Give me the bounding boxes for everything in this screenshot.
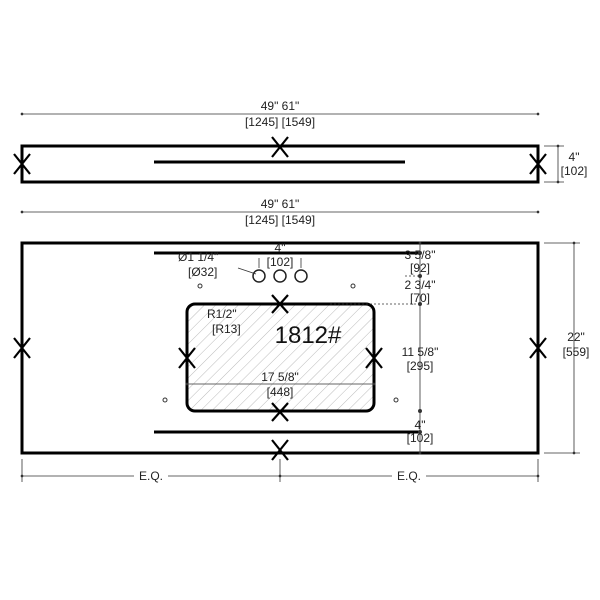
sink-width-in: 17 5/8"	[261, 370, 299, 384]
backsplash-width-in: 49" 61"	[261, 99, 300, 113]
vanity-top-view: 49" 61" [1245] [1549] Ø1 1/4" [Ø32] 4" […	[13, 197, 590, 483]
backsplash-right-x-mark	[529, 153, 547, 175]
sink-radius-mm: [R13]	[212, 322, 241, 336]
backsplash-panel	[20, 144, 540, 184]
mount-hole	[162, 397, 168, 403]
top-depth-in: 22"	[567, 330, 585, 344]
back-offset-mm: [92]	[410, 261, 430, 275]
sink-bottom-x-mark	[271, 402, 289, 422]
top-front-x-mark	[271, 439, 289, 461]
sink-height-mm: [295]	[407, 359, 434, 373]
top-left-x-mark	[13, 337, 31, 359]
sink-radius-in: R1/2"	[207, 307, 237, 321]
sink-right-x-mark	[365, 347, 383, 369]
backsplash-width-mm: [1245] [1549]	[245, 115, 315, 129]
faucet-hole-center	[273, 269, 287, 283]
holes-offset-in: 2 3/4"	[405, 278, 436, 292]
back-offset-in: 3 5/8"	[405, 248, 436, 262]
holes-offset-mm: [70]	[410, 291, 430, 305]
eq-left-label: E.Q.	[139, 469, 163, 483]
top-width-in: 49" 61"	[261, 197, 300, 211]
faucet-spacing-mm: [102]	[267, 255, 294, 269]
backsplash-height-in: 4"	[569, 150, 580, 164]
sink-left-x-mark	[178, 347, 196, 369]
eq-right-label: E.Q.	[397, 469, 421, 483]
sink-top-x-mark	[271, 294, 289, 314]
mount-hole	[393, 397, 399, 403]
sink-width-mm: [448]	[267, 385, 294, 399]
faucet-hole-dia-mm: [Ø32]	[188, 265, 217, 279]
sink-height-in: 11 5/8"	[402, 345, 439, 359]
mount-hole	[350, 283, 356, 289]
top-depth-mm: [559]	[563, 345, 590, 359]
faucet-hole-dia-in: Ø1 1/4"	[178, 250, 218, 264]
top-right-x-mark	[529, 337, 547, 359]
sink-model-number: 1812#	[275, 322, 342, 349]
faucet-hole-left	[252, 269, 266, 283]
faucet-spacing-in: 4"	[275, 241, 286, 255]
mount-hole	[197, 283, 203, 289]
backsplash-view: 49" 61" [1245] [1549] 4" [102]	[13, 99, 588, 184]
front-offset-in: 4"	[415, 418, 426, 432]
backsplash-height-mm: [102]	[561, 164, 588, 178]
backsplash-center-x-mark	[271, 136, 289, 158]
top-width-mm: [1245] [1549]	[245, 213, 315, 227]
front-offset-mm: [102]	[407, 431, 434, 445]
backsplash-left-x-mark	[13, 153, 31, 175]
faucet-hole-right	[294, 269, 308, 283]
